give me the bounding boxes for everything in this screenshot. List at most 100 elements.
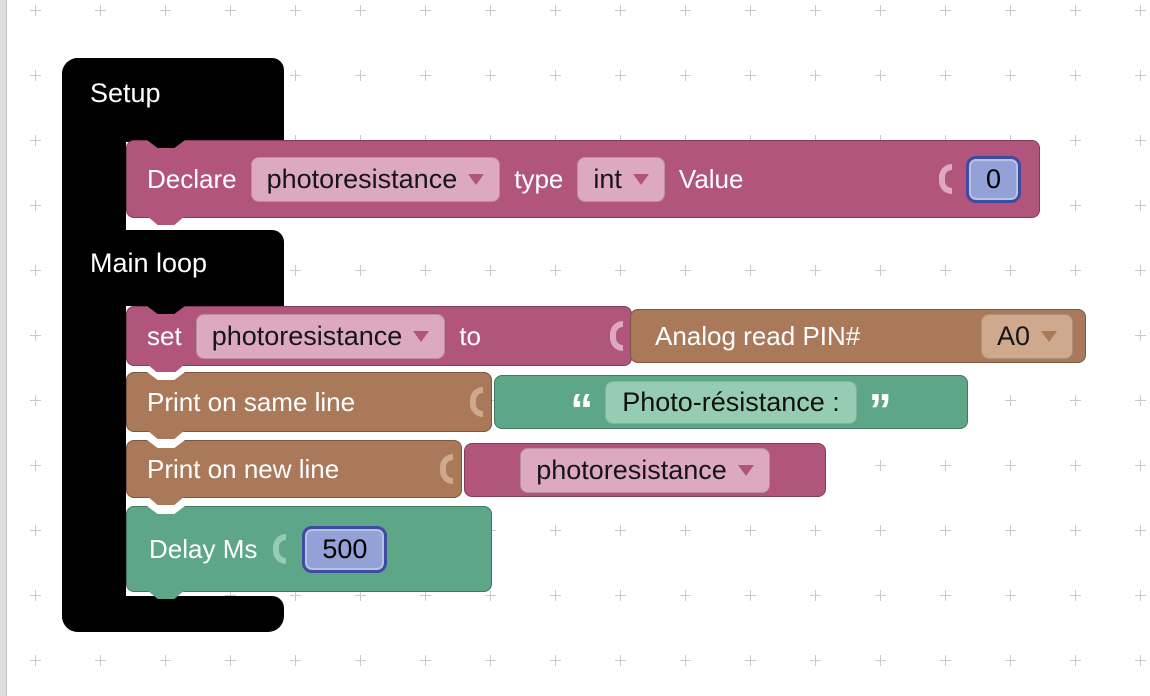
grid-cross [290, 5, 301, 16]
top-notch [147, 372, 185, 380]
chevron-down-icon [413, 330, 430, 342]
grid-cross [1005, 395, 1016, 406]
setup-loop-container-foot[interactable] [62, 596, 284, 632]
variable-dropdown[interactable]: photoresistance [520, 447, 770, 493]
delay-value-field[interactable]: 500 [302, 525, 388, 573]
grid-cross [30, 590, 41, 601]
grid-cross [810, 5, 821, 16]
delay-ms-block[interactable]: Delay Ms 500 [126, 506, 492, 599]
analog-read-block[interactable]: Analog read PIN# A0 [630, 309, 1086, 363]
grid-cross [745, 265, 756, 276]
value-label: Value [678, 163, 744, 194]
grid-cross [745, 5, 756, 16]
declare-value-field[interactable]: 0 [965, 155, 1021, 203]
grid-cross [680, 265, 691, 276]
grid-cross [355, 5, 366, 16]
grid-cross [745, 525, 756, 536]
grid-cross [810, 70, 821, 81]
grid-cross [30, 135, 41, 146]
main-loop-block[interactable]: Main loop [62, 230, 284, 306]
grid-cross [1135, 265, 1146, 276]
type-label: type [514, 163, 564, 194]
grid-cross [875, 460, 886, 471]
grid-cross [485, 265, 496, 276]
print-same-line-block[interactable]: Print on same line [126, 372, 492, 439]
grid-cross [940, 70, 951, 81]
grid-cross [420, 70, 431, 81]
grid-cross [1005, 265, 1016, 276]
grid-cross [615, 70, 626, 81]
setup-loop-container-spine[interactable] [62, 58, 126, 632]
variable-dropdown-value: photoresistance [211, 320, 403, 351]
grid-cross [615, 525, 626, 536]
grid-cross [30, 70, 41, 81]
grid-cross [615, 5, 626, 16]
setup-block[interactable]: Setup [62, 58, 284, 142]
grid-cross [1070, 590, 1081, 601]
set-variable-block[interactable]: set photoresistance to [126, 306, 632, 373]
grid-cross [680, 590, 691, 601]
grid-cross [355, 590, 366, 601]
grid-cross [940, 655, 951, 666]
grid-cross [1135, 135, 1146, 146]
grid-cross [420, 655, 431, 666]
print-same-line-label: Print on same line [147, 386, 356, 417]
top-notch [147, 140, 185, 148]
grid-cross [30, 200, 41, 211]
grid-cross [875, 590, 886, 601]
grid-cross [290, 265, 301, 276]
variable-dropdown[interactable]: photoresistance [250, 156, 501, 202]
grid-cross [1005, 590, 1016, 601]
type-dropdown[interactable]: int [577, 156, 665, 202]
grid-cross [940, 590, 951, 601]
grid-cross [355, 655, 366, 666]
setup-label: Setup [90, 78, 161, 108]
grid-cross [1135, 200, 1146, 211]
grid-cross [550, 5, 561, 16]
grid-cross [485, 590, 496, 601]
grid-cross [30, 395, 41, 406]
grid-cross [875, 70, 886, 81]
string-text-field[interactable]: Photo-résistance : [605, 380, 857, 424]
grid-cross [615, 655, 626, 666]
grid-cross [485, 5, 496, 16]
grid-cross [875, 655, 886, 666]
grid-cross [1005, 655, 1016, 666]
delay-value-text: 500 [322, 533, 368, 564]
grid-cross [1070, 395, 1081, 406]
variable-get-block[interactable]: photoresistance [464, 443, 826, 497]
grid-cross [160, 655, 171, 666]
grid-cross [1070, 135, 1081, 146]
grid-cross [1070, 70, 1081, 81]
grid-cross [940, 265, 951, 276]
bottom-bump [147, 364, 185, 373]
grid-cross [1005, 525, 1016, 536]
grid-cross [940, 5, 951, 16]
top-notch [147, 506, 185, 514]
grid-cross [355, 265, 366, 276]
variable-dropdown-value: photoresistance [266, 163, 458, 194]
open-quote-icon: “ [570, 384, 594, 436]
grid-cross [485, 70, 496, 81]
grid-cross [810, 590, 821, 601]
grid-cross [875, 5, 886, 16]
grid-cross [420, 5, 431, 16]
grid-cross [225, 590, 236, 601]
grid-cross [30, 5, 41, 16]
toolbox-divider [0, 0, 7, 696]
variable-dropdown[interactable]: photoresistance [195, 313, 446, 359]
declare-variable-block[interactable]: Declare photoresistance type int Value 0 [126, 140, 1040, 225]
top-notch [147, 440, 185, 448]
grid-cross [1005, 460, 1016, 471]
input-socket [273, 534, 287, 564]
grid-cross [940, 525, 951, 536]
text-string-block[interactable]: “ Photo-résistance : ” [494, 375, 968, 436]
grid-cross [225, 655, 236, 666]
grid-cross [1005, 5, 1016, 16]
grid-cross [225, 5, 236, 16]
print-new-line-block[interactable]: Print on new line [126, 440, 462, 505]
grid-cross [1135, 655, 1146, 666]
grid-cross [95, 655, 106, 666]
pin-dropdown[interactable]: A0 [980, 313, 1073, 359]
